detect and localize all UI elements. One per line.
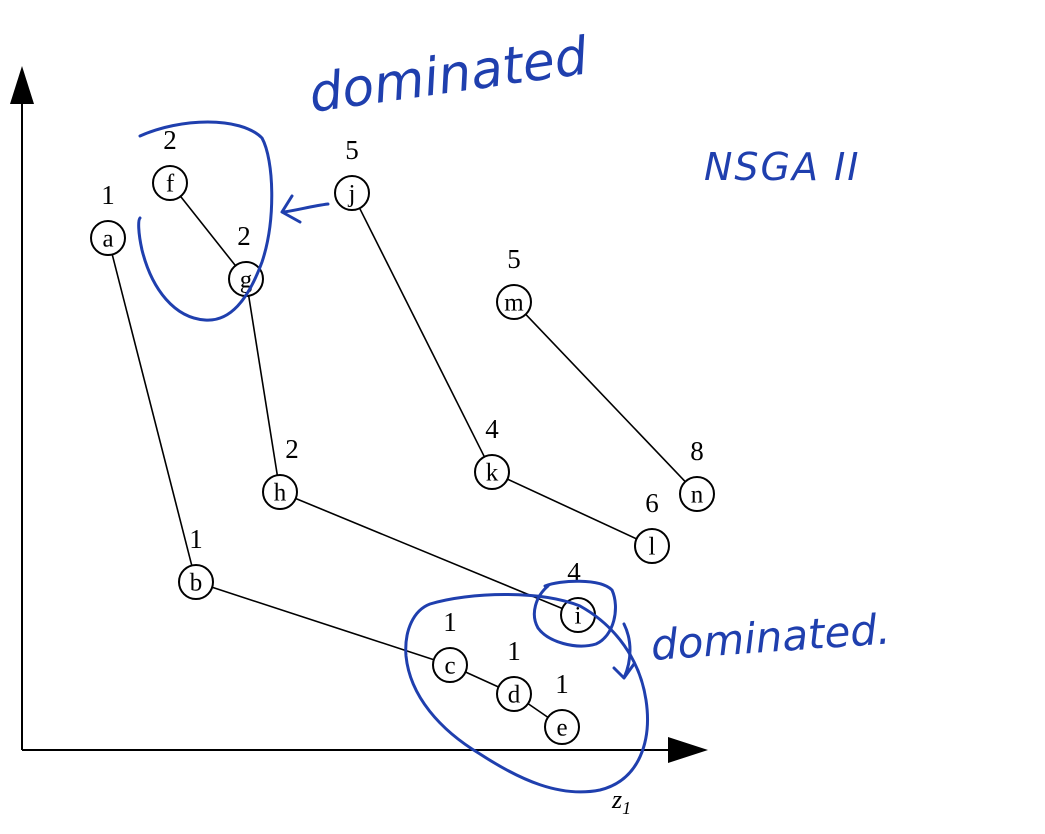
node-e: e1 — [544, 669, 580, 745]
annotation-right-text: dominated. — [649, 604, 891, 670]
node-label-d: d — [508, 682, 521, 709]
node-a: a1 — [90, 180, 126, 256]
rank-label-b: 1 — [189, 524, 203, 554]
rank-label-i: 4 — [567, 557, 581, 587]
edge-d-e — [527, 702, 549, 719]
rank-label-j: 5 — [345, 135, 359, 165]
node-k: k4 — [474, 414, 510, 490]
node-n: n8 — [679, 436, 715, 512]
node-label-c: c — [444, 653, 455, 680]
rank-label-f: 2 — [163, 125, 177, 155]
edges — [111, 195, 686, 719]
node-label-m: m — [504, 290, 524, 317]
edge-j-k — [358, 207, 486, 458]
edge-g-h — [247, 295, 279, 476]
node-h: h2 — [262, 434, 299, 510]
edge-a-b — [111, 254, 193, 566]
y-axis-arrowhead — [10, 66, 34, 104]
node-label-i: i — [575, 603, 582, 630]
rank-label-e: 1 — [555, 669, 569, 699]
node-circle-m — [496, 284, 532, 320]
rank-label-m: 5 — [507, 244, 521, 274]
node-label-j: j — [348, 181, 356, 208]
node-j: j5 — [334, 135, 370, 211]
rank-label-l: 6 — [645, 488, 659, 518]
node-label-e: e — [556, 715, 567, 742]
edge-b-c — [211, 586, 435, 661]
node-i: i4 — [560, 557, 596, 633]
dominated-loop-bottom — [404, 593, 649, 794]
x-axis-arrowhead — [668, 737, 708, 763]
node-circle-b — [178, 564, 214, 600]
nsga-title-text: NSGA II — [704, 145, 860, 189]
node-circle-l — [634, 528, 670, 564]
rank-label-k: 4 — [485, 414, 499, 444]
node-label-l: l — [649, 534, 656, 561]
node-circle-a — [90, 220, 126, 256]
rank-label-a: 1 — [101, 180, 115, 210]
arrow-to-bottom-loop — [612, 622, 636, 680]
axes: z1 — [10, 66, 708, 818]
rank-label-g: 2 — [237, 221, 251, 251]
node-c: c1 — [432, 607, 468, 683]
node-label-a: a — [102, 226, 113, 253]
node-circle-c — [432, 647, 468, 683]
dominated-loop-top — [137, 120, 274, 322]
node-label-h: h — [274, 480, 287, 507]
node-m: m5 — [496, 244, 532, 320]
node-l: l6 — [634, 488, 670, 564]
node-circle-d — [496, 676, 532, 712]
x-axis-label: z1 — [611, 785, 631, 818]
edge-c-d — [465, 671, 499, 688]
node-f: f2 — [152, 125, 188, 201]
node-circle-e — [544, 709, 580, 745]
node-circle-h — [262, 474, 298, 510]
annotation-top-text: dominated — [305, 26, 592, 125]
node-circle-f — [152, 165, 188, 201]
node-b: b1 — [178, 524, 214, 600]
dominated-loop-i — [532, 579, 617, 648]
node-circle-j — [334, 175, 370, 211]
node-d: d1 — [496, 636, 532, 712]
node-g: g2 — [228, 221, 264, 297]
edge-m-n — [525, 313, 686, 483]
rank-label-h: 2 — [285, 434, 299, 464]
arrow-to-top-loop — [280, 194, 330, 224]
edge-h-i — [295, 497, 563, 610]
node-circle-k — [474, 454, 510, 490]
node-label-k: k — [486, 460, 499, 487]
node-label-b: b — [190, 570, 203, 597]
rank-label-n: 8 — [690, 436, 704, 466]
rank-label-d: 1 — [507, 636, 521, 666]
node-label-f: f — [166, 171, 175, 198]
node-label-n: n — [691, 482, 704, 509]
rank-label-c: 1 — [443, 607, 457, 637]
edge-f-g — [179, 195, 237, 267]
edge-k-l — [507, 478, 637, 540]
node-circle-n — [679, 476, 715, 512]
